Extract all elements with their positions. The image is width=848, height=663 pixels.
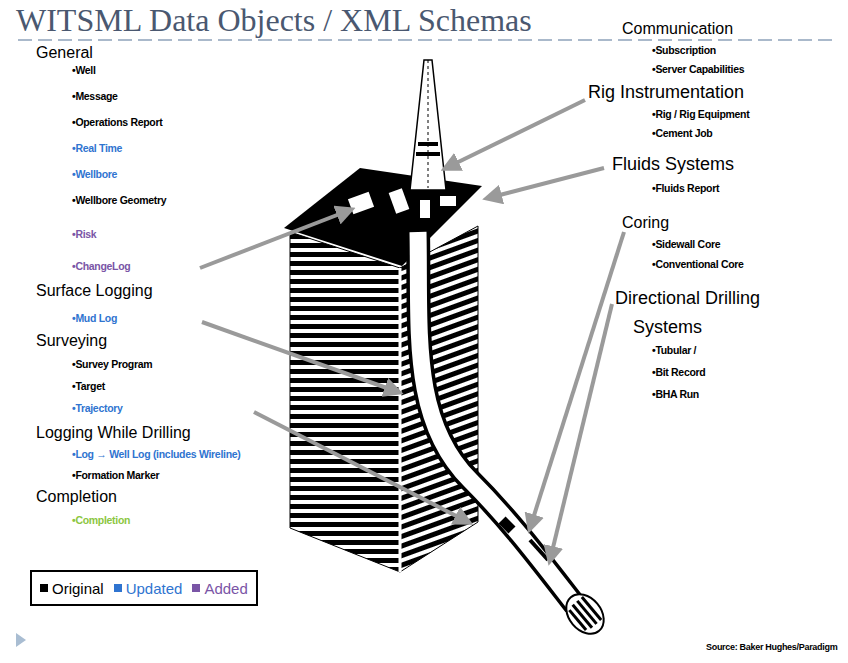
legend-text: Updated [126,580,183,597]
legend-swatch [40,584,48,592]
group-heading: Rig Instrumentation [588,82,744,103]
schema-item: •Target [72,380,105,392]
schema-item: •Formation Marker [72,469,159,481]
group-heading: General [36,44,93,62]
schema-item: •Tubular / [652,344,696,356]
schema-item: •BHA Run [652,388,699,400]
schema-item: •Message [72,90,118,102]
schema-item: •Mud Log [72,312,117,324]
schema-item: •Log → Well Log (includes Wireline) [72,448,240,460]
legend-item: Original [40,580,104,597]
legend-text: Original [52,580,104,597]
schema-item: •Server Capabilities [652,63,744,75]
schema-item: •Wellbore Geometry [72,194,166,206]
schema-item: •Trajectory [72,402,123,414]
group-heading: Communication [622,20,733,38]
group-heading: Surveying [36,332,107,350]
schema-item: •Subscription [652,44,716,56]
schema-item: •Real Time [72,142,122,154]
schema-item: •Fluids Report [652,182,719,194]
schema-item: •Survey Program [72,358,152,370]
source-note: Source: Baker Hughes/Paradigm [706,642,837,652]
legend-text: Added [204,580,247,597]
schema-item: •Cement Job [652,127,712,139]
group-heading: Fluids Systems [612,154,734,175]
group-heading: Directional Drilling Systems [615,284,833,342]
schema-item: •Well [72,64,96,76]
schema-item: •Operations Report [72,116,162,128]
legend-item: Added [192,580,247,597]
legend-box: Original Updated Added [30,570,258,606]
group-heading: Surface Logging [36,282,153,300]
diagram-title: WITSML Data Objects / XML Schemas [16,2,532,39]
schema-item: •Completion [72,514,130,526]
group-heading: Completion [36,488,117,506]
schema-item: •Sidewall Core [652,238,720,250]
legend-swatch [114,584,122,592]
schema-item: •Conventional Core [652,258,744,270]
schema-item: •Rig / Rig Equipment [652,108,749,120]
schema-item: •Risk [72,228,96,240]
legend-item: Updated [114,580,183,597]
schema-item: •ChangeLog [72,260,130,272]
group-heading: Logging While Drilling [36,424,191,442]
group-heading: Coring [622,214,669,232]
schema-item: •Wellbore [72,168,117,180]
legend-swatch [192,584,200,592]
schema-item: •Bit Record [652,366,705,378]
